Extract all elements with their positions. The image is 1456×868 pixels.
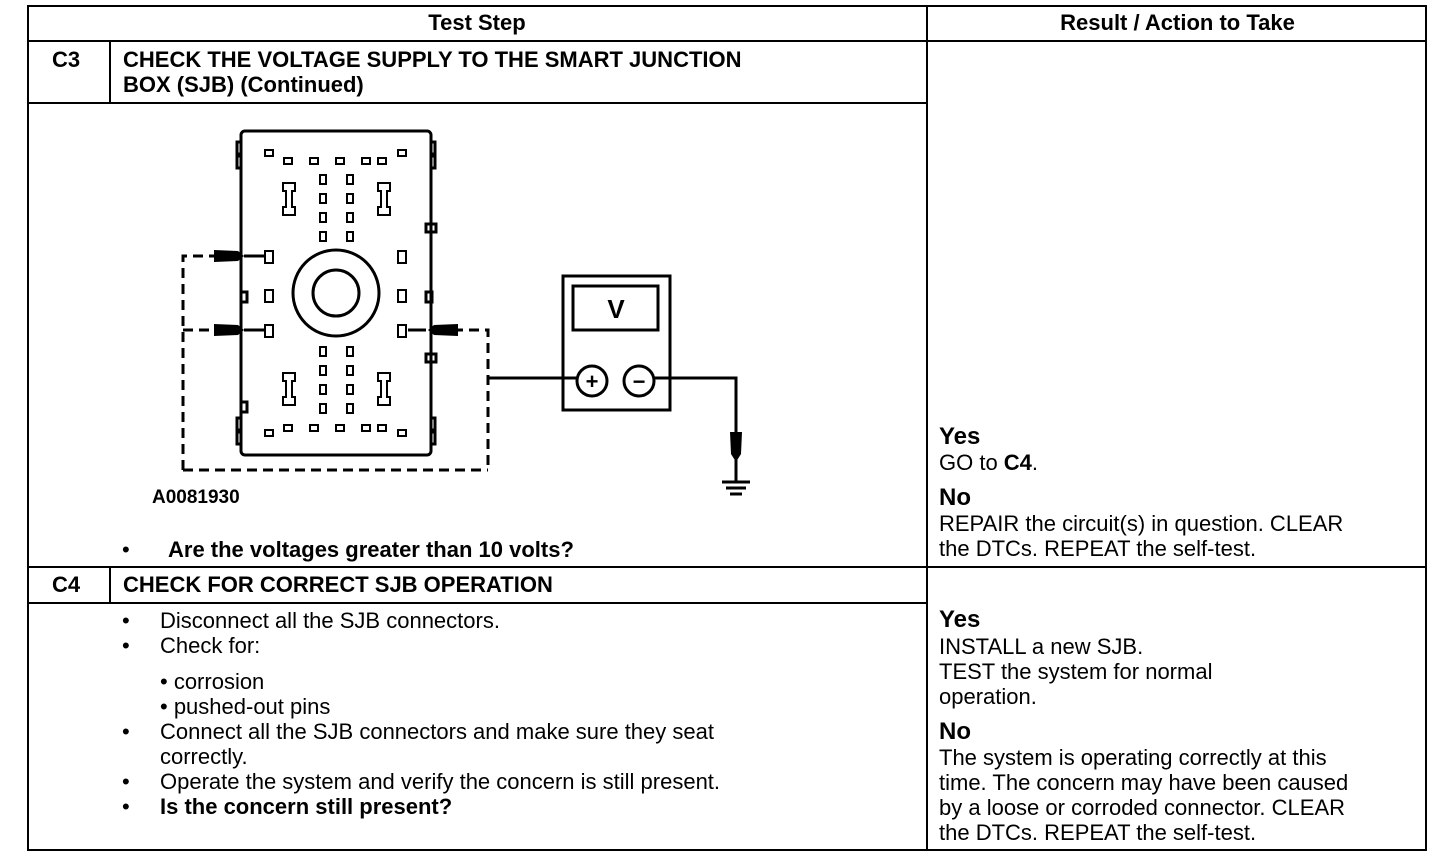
c4-step-1: Disconnect all the SJB connectors.	[160, 608, 500, 633]
c4-no-line2: time. The concern may have been caused	[939, 770, 1349, 795]
c4-bullet: •	[122, 633, 130, 658]
test-leads	[181, 254, 738, 472]
header-divider	[27, 40, 1427, 42]
c3-c4-divider	[27, 566, 1427, 568]
c3-yes-goto-step: C4	[1003, 450, 1032, 475]
c4-step-4: Operate the system and verify the concer…	[160, 769, 721, 794]
c4-bullet: •	[122, 794, 130, 819]
c3-question: Are the voltages greater than 10 volts?	[168, 537, 574, 562]
sjb-connector	[235, 129, 438, 457]
c3-title-divider	[27, 102, 928, 104]
c4-title: CHECK FOR CORRECT SJB OPERATION	[123, 572, 553, 597]
c3-yes-text: GO to C4.	[939, 450, 1038, 475]
c4-yes-line3: operation.	[939, 684, 1037, 709]
c3-title-line1: CHECK THE VOLTAGE SUPPLY TO THE SMART JU…	[123, 47, 742, 72]
c4-yes-line2: TEST the system for normal	[939, 659, 1213, 684]
c4-question: Is the concern still present?	[160, 794, 453, 819]
c3-title-line2: BOX (SJB) (Continued)	[123, 72, 364, 97]
c4-yes-label: Yes	[939, 606, 981, 633]
c3-question-bullet: •	[122, 537, 130, 562]
c4-title-divider	[27, 602, 928, 604]
c4-sub-item-1: • corrosion	[160, 669, 265, 694]
c4-no-label: No	[939, 718, 971, 745]
ground-symbol-icon	[722, 460, 750, 496]
header-result-action: Result / Action to Take	[1060, 10, 1295, 35]
c4-sub-item-2: • pushed-out pins	[160, 694, 331, 719]
c3-yes-suffix: .	[1031, 450, 1039, 475]
c4-step-3-cont: correctly.	[160, 744, 248, 769]
column-divider	[926, 5, 928, 851]
c4-no-line1: The system is operating correctly at thi…	[939, 745, 1327, 770]
c4-step-id: C4	[52, 572, 81, 597]
voltmeter-v-label: V	[607, 294, 625, 324]
voltmeter-minus-label: −	[633, 369, 646, 394]
c3-id-divider	[109, 40, 111, 103]
c3-yes-label: Yes	[939, 423, 981, 450]
c4-bullet: •	[122, 608, 130, 633]
c3-no-label: No	[939, 484, 971, 511]
c3-no-line2: the DTCs. REPEAT the self-test.	[939, 536, 1257, 561]
c4-no-line3: by a loose or corroded connector. CLEAR	[939, 795, 1346, 820]
c4-step-2: Check for:	[160, 633, 261, 658]
figure-id: A0081930	[152, 487, 240, 508]
voltmeter-icon	[561, 274, 672, 412]
procedure-table	[27, 5, 1427, 851]
c4-id-divider	[109, 566, 111, 603]
c3-yes-prefix: GO to	[939, 450, 1004, 475]
c4-bullet: •	[122, 769, 130, 794]
header-test-step: Test Step	[428, 10, 526, 35]
voltmeter-plus-label: +	[586, 369, 599, 394]
c3-step-id: C3	[52, 47, 81, 72]
c4-no-line4: the DTCs. REPEAT the self-test.	[939, 820, 1257, 845]
c3-no-line1: REPAIR the circuit(s) in question. CLEAR	[939, 511, 1344, 536]
connector-pin-slots	[264, 149, 407, 437]
c4-step-3: Connect all the SJB connectors and make …	[160, 719, 714, 744]
c4-bullet: •	[122, 719, 130, 744]
c4-yes-line1: INSTALL a new SJB.	[939, 634, 1144, 659]
probe-tips	[214, 250, 742, 462]
